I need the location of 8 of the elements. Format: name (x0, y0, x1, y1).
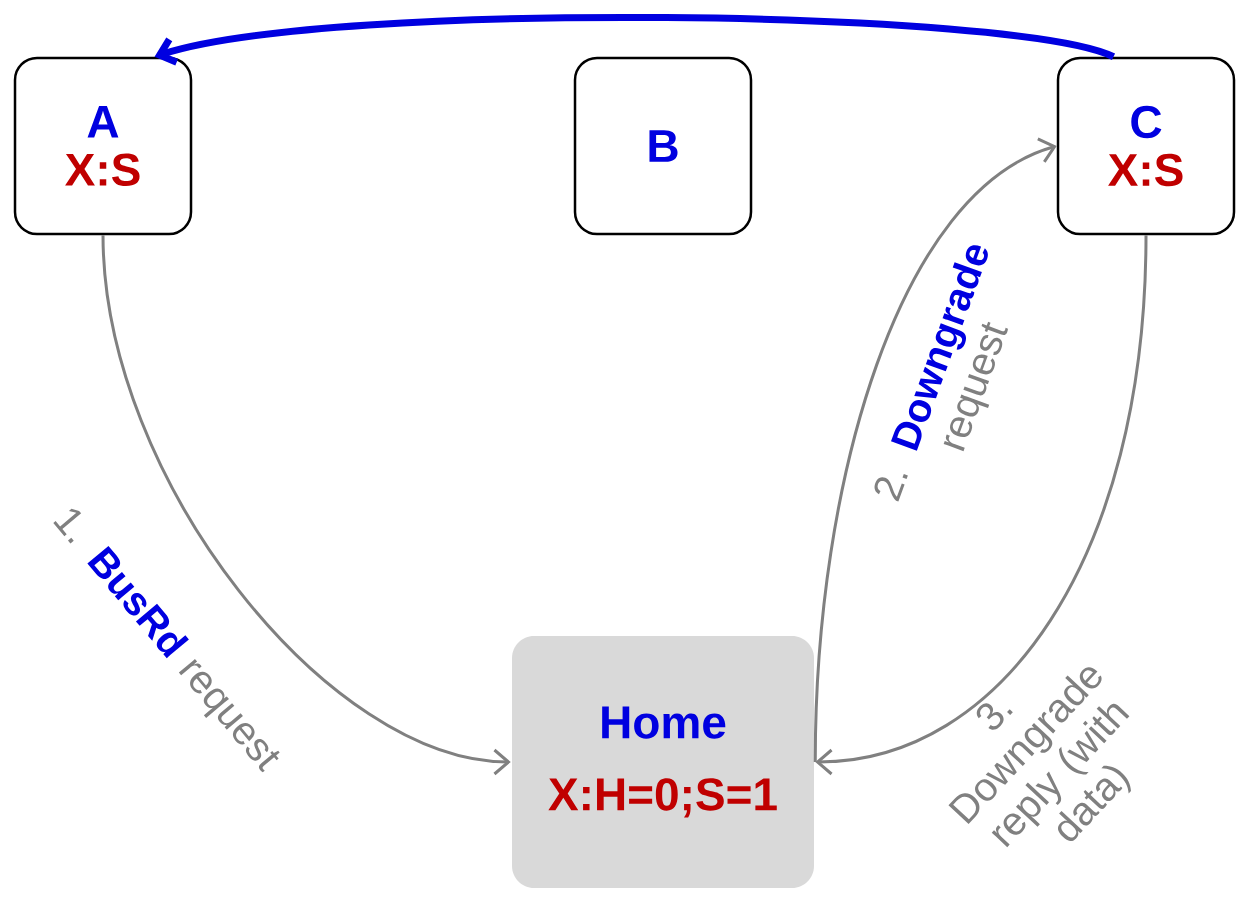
arrow (154, 14, 1115, 66)
cache-box: C X:S (1056, 56, 1236, 236)
cache-box: A X:S (13, 56, 193, 236)
arrow (815, 235, 1148, 776)
arrow (101, 235, 511, 776)
cache-box: B (573, 56, 753, 236)
home-node-box: Home X:H=0;S=1 (512, 636, 814, 888)
arrow (813, 137, 1057, 763)
